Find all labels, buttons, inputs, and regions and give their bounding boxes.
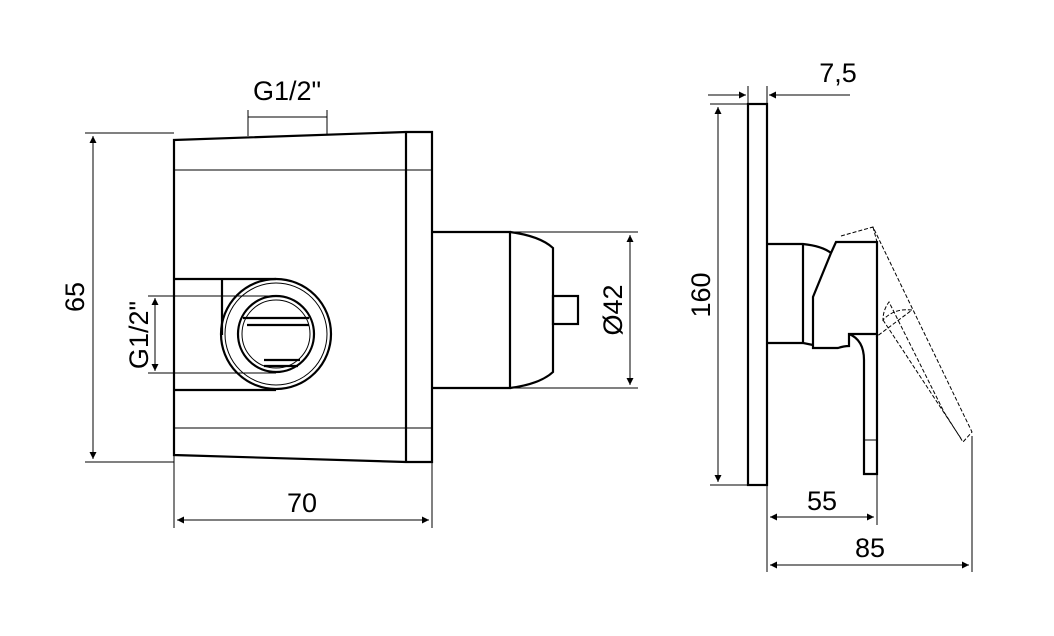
label-inlet-top: G1/2" xyxy=(253,76,321,106)
label-width: 70 xyxy=(287,488,317,518)
label-plate-height: 160 xyxy=(686,272,716,317)
label-inlet-side: G1/2" xyxy=(124,301,154,369)
dimension-height-160: 160 xyxy=(686,103,748,486)
label-total-depth: 85 xyxy=(855,533,885,563)
handle-body xyxy=(767,240,879,350)
label-diameter: Ø42 xyxy=(598,284,628,335)
dimension-side-inlet: G1/2" xyxy=(124,295,276,374)
dimension-width-70: 70 xyxy=(173,455,433,528)
lever-rotated xyxy=(840,226,973,443)
front-view xyxy=(172,130,580,464)
box-body xyxy=(172,130,434,464)
dimension-thickness: 7,5 xyxy=(708,58,857,104)
cartridge xyxy=(432,230,580,390)
label-height: 65 xyxy=(60,282,90,312)
dimension-depth-85: 85 xyxy=(770,436,973,572)
dimension-diameter: Ø42 xyxy=(510,231,638,389)
label-body-depth: 55 xyxy=(807,486,837,516)
lever xyxy=(848,332,879,476)
side-inlet xyxy=(174,277,333,392)
dimension-depth-55: 55 xyxy=(766,474,878,572)
dimension-height-65: 65 xyxy=(60,132,174,463)
side-view xyxy=(746,102,973,487)
dimension-top-inlet: G1/2" xyxy=(247,76,328,136)
cover-plate xyxy=(746,102,769,487)
label-thickness: 7,5 xyxy=(819,58,857,88)
